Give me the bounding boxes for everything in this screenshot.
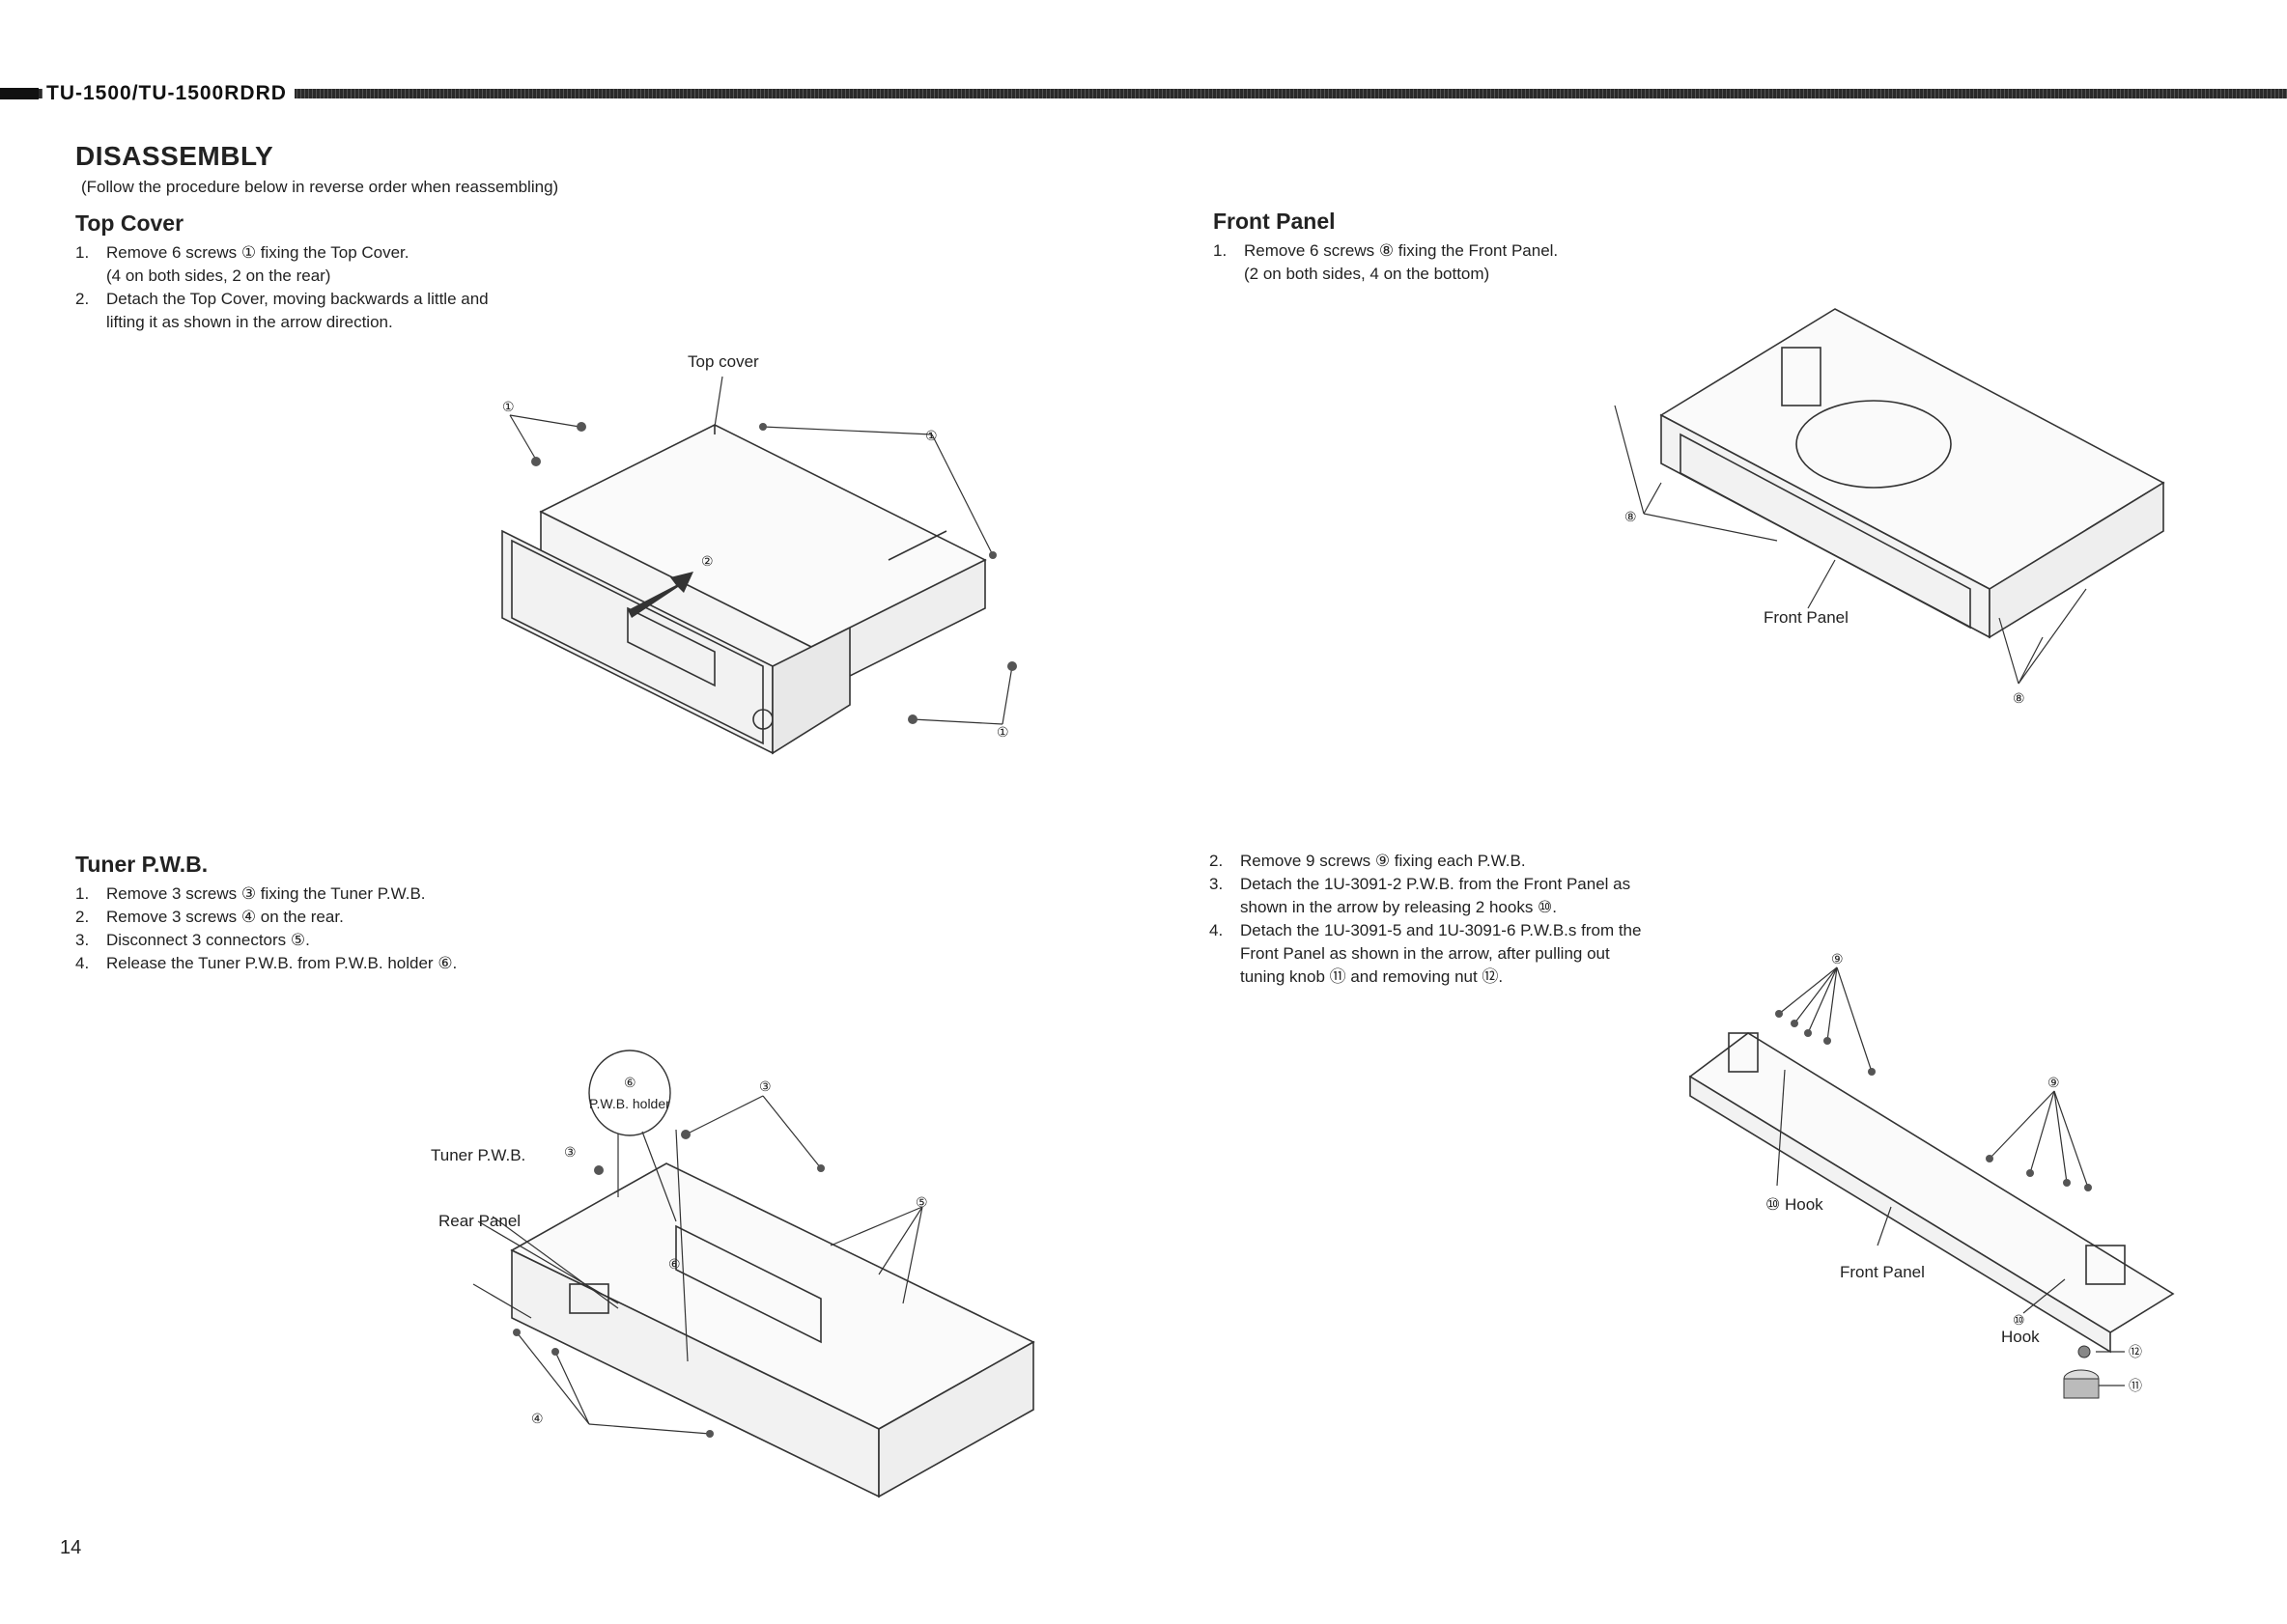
label-rear-panel: Rear Panel [438, 1212, 521, 1230]
step-text: Disconnect 3 connectors ⑤. [106, 931, 310, 949]
callout-screw-9: ⑨ [2047, 1075, 2060, 1090]
step-text: Remove 6 screws ⑧ fixing the Front Panel… [1244, 241, 1559, 283]
step-item: 3. Disconnect 3 connectors ⑤. [75, 929, 457, 952]
step-text: Detach the 1U-3091-2 P.W.B. from the Fro… [1240, 875, 1631, 916]
step-text: Remove 3 screws ④ on the rear. [106, 908, 344, 926]
page-subtitle: (Follow the procedure below in reverse o… [81, 178, 559, 196]
front-panel-steps: 1. Remove 6 screws ⑧ fixing the Front Pan… [1213, 239, 1558, 286]
section-heading-tuner-pwb: Tuner P.W.B. [75, 852, 209, 877]
callout-arrow-2: ② [701, 553, 714, 569]
callout-screw-8: ⑧ [1624, 509, 1637, 524]
label-pwb-holder: P.W.B. holder [589, 1096, 670, 1111]
callout-screw-3: ③ [564, 1144, 577, 1160]
step-number: 2. [1209, 852, 1224, 870]
step-item: 1. Remove 3 screws ③ fixing the Tuner P.W… [75, 882, 457, 906]
page-title: DISASSEMBLY [75, 141, 274, 171]
top-cover-steps: 1. Remove 6 screws ① fixing the Top Cover… [75, 241, 489, 334]
step-text: Detach the 1U-3091-5 and 1U-3091-6 P.W.B… [1240, 921, 1642, 986]
tuner-pwb-figure: Tuner P.W.B. Rear Panel P.W.B. holder ⑥ … [431, 1050, 1035, 1498]
step-item: 4. Release the Tuner P.W.B. from P.W.B. h… [75, 952, 457, 975]
step-number: 1. [1213, 241, 1228, 260]
page-header: TU-1500/TU-1500RDRD [0, 81, 2287, 106]
step-item: 1. Remove 6 screws ⑧ fixing the Front Pan… [1213, 239, 1558, 286]
callout-connector-5: ⑤ [916, 1194, 928, 1210]
pwb-holder-detail [588, 1050, 671, 1136]
label-top-cover: Top cover [688, 352, 759, 371]
label-front-panel: Front Panel [1840, 1263, 1925, 1281]
step-item: 3. Detach the 1U-3091-2 P.W.B. from the F… [1209, 873, 1641, 919]
step-number: 3. [75, 931, 90, 949]
step-item: 2. Detach the Top Cover, moving backwards… [75, 288, 489, 334]
callout-screw-3: ③ [759, 1078, 772, 1094]
callout-screw-1: ① [502, 399, 515, 414]
step-number: 4. [75, 954, 90, 972]
step-number: 1. [75, 884, 90, 903]
label-front-panel: Front Panel [1764, 608, 1849, 627]
front-panel-figure: Front Panel ⑧ ⑧ [1614, 308, 2165, 706]
step-item: 2. Remove 9 screws ⑨ fixing each P.W.B. [1209, 850, 1641, 873]
step-text: Remove 3 screws ③ fixing the Tuner P.W.B… [106, 884, 426, 903]
step-text: Release the Tuner P.W.B. from P.W.B. hol… [106, 954, 458, 972]
callout-screw-8: ⑧ [2013, 690, 2025, 706]
top-cover-figure: Top cover ① ① ① ② [501, 352, 1017, 755]
step-number: 2. [75, 908, 90, 926]
callout-nut-12: ⑫ [2129, 1344, 2142, 1359]
step-item: 1. Remove 6 screws ① fixing the Top Cover… [75, 241, 489, 288]
callout-knob-11: ⑪ [2129, 1378, 2142, 1393]
section-heading-top-cover: Top Cover [75, 210, 184, 236]
callout-screw-4: ④ [531, 1411, 544, 1426]
step-item: 4. Detach the 1U-3091-5 and 1U-3091-6 P.W… [1209, 919, 1641, 989]
callout-holder-6: ⑥ [668, 1256, 681, 1272]
step-number: 4. [1209, 921, 1224, 939]
callout-hook-10: ⑩ [2013, 1312, 2025, 1328]
section-heading-front-panel: Front Panel [1213, 209, 1336, 234]
callout-screw-1: ① [925, 428, 938, 443]
label-hook: ⑩ Hook [1765, 1195, 1823, 1214]
tuner-pwb-steps: 1. Remove 3 screws ③ fixing the Tuner P.W… [75, 882, 457, 975]
step-number: 3. [1209, 875, 1224, 893]
nut-icon [2077, 1345, 2091, 1358]
label-tuner-pwb: Tuner P.W.B. [431, 1146, 525, 1164]
callout-screw-1: ① [997, 724, 1009, 740]
label-hook: Hook [2001, 1328, 2040, 1346]
front-panel-pwb-figure: ⑩ Hook Front Panel Hook ⑨ ⑨ ⑩ ⑫ ⑪ [1688, 951, 2175, 1399]
step-text: Remove 9 screws ⑨ fixing each P.W.B. [1240, 852, 1526, 870]
front-panel-pwb-steps: 2. Remove 9 screws ⑨ fixing each P.W.B. 3… [1209, 850, 1641, 989]
direction-arrow [628, 572, 693, 618]
model-title: TU-1500/TU-1500RDRD [42, 81, 295, 106]
callout-holder-6: ⑥ [624, 1075, 636, 1090]
header-lead-block [0, 88, 39, 99]
page-number: 14 [60, 1537, 82, 1558]
tuning-knob-icon [2063, 1369, 2100, 1399]
callout-screw-9: ⑨ [1831, 951, 1844, 966]
step-text: Detach the Top Cover, moving backwards a… [106, 290, 489, 331]
step-item: 2. Remove 3 screws ④ on the rear. [75, 906, 457, 929]
step-text: Remove 6 screws ① fixing the Top Cover. … [106, 243, 409, 285]
step-number: 1. [75, 243, 90, 262]
header-rule [0, 89, 2287, 98]
step-number: 2. [75, 290, 90, 308]
